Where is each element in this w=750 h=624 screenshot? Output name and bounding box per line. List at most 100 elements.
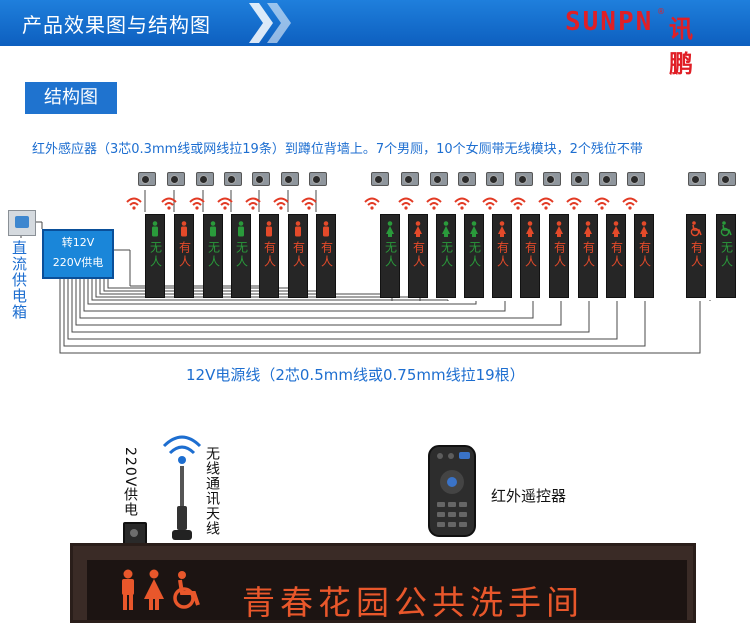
wifi-icon [538,197,554,210]
sign-panel: 青春花园公共洗手间 [87,560,687,622]
stall-indicator: 无人 [436,214,456,298]
stall-indicator: 无人 [380,214,400,298]
power-box-line1: 转12V [61,236,95,249]
woman-icon [498,221,506,237]
wifi-icon [217,197,233,210]
man-icon [210,221,216,237]
remote-control-icon [428,445,476,537]
sensor-icon [196,172,214,186]
woman-icon [414,221,422,237]
status-label: 有人 [609,241,624,269]
wifi-icon [245,197,261,210]
status-label: 有人 [262,241,277,269]
status-label: 有人 [177,241,192,269]
power-converter-box: 转12V 220V供电 [42,229,114,279]
man-icon [323,221,329,237]
woman-icon [612,221,620,237]
sensor-note: 红外感应器（3芯0.3mm线或网线拉19条）到蹲位背墙上。7个男厕，10个女厕带… [32,142,643,157]
wall-socket-icon [8,210,36,236]
status-label: 无人 [719,241,734,269]
wheelchair-icon [720,221,732,237]
stall-indicator: 有人 [686,214,706,298]
status-label: 无人 [439,241,454,269]
status-label: 有人 [495,241,510,269]
wheelchair-icon [690,221,702,237]
status-label: 有人 [523,241,538,269]
antenna-label: 无线通讯天线 [204,446,220,536]
status-label: 有人 [689,241,704,269]
status-label: 有人 [411,241,426,269]
stall-indicator: 有人 [174,214,194,298]
woman-icon [442,221,450,237]
sensor-icon [571,172,589,186]
sensor-icon [252,172,270,186]
wifi-icon [454,197,470,210]
page-title: 产品效果图与结构图 [22,13,211,37]
sensor-icon [718,172,736,186]
sensor-icon [627,172,645,186]
wifi-icon [482,197,498,210]
section-tab: 结构图 [25,82,117,114]
status-label: 有人 [581,241,596,269]
status-label: 无人 [467,241,482,269]
stall-indicator: 无人 [716,214,736,298]
sensor-icon [224,172,242,186]
supply-label: 220V供电 [122,447,138,518]
man-icon [238,221,244,237]
stall-indicator: 有人 [259,214,279,298]
header-banner: 产品效果图与结构图 SUNPN ® 讯鹏 [0,0,750,78]
sensor-icon [543,172,561,186]
wifi-icon [398,197,414,210]
stall-indicator: 有人 [288,214,308,298]
man-icon [152,221,158,237]
stall-indicator: 无人 [231,214,251,298]
woman-icon [555,221,563,237]
status-label: 无人 [383,241,398,269]
sensor-icon [688,172,706,186]
sensor-icon [138,172,156,186]
stall-indicator: 有人 [606,214,626,298]
wireless-antenna-icon [162,435,202,540]
stall-indicator: 无人 [203,214,223,298]
stall-indicator: 有人 [520,214,540,298]
toilet-symbols-icon [122,569,200,610]
sensor-icon [281,172,299,186]
woman-icon [640,221,648,237]
stall-indicator: 有人 [408,214,428,298]
wifi-icon [426,197,442,210]
status-label: 无人 [234,241,249,269]
stall-indicator: 无人 [464,214,484,298]
remote-label: 红外遥控器 [491,487,567,505]
wifi-icon [161,197,177,210]
chevrons-icon [249,3,291,43]
sensor-icon [599,172,617,186]
wifi-icon [510,197,526,210]
sensor-icon [515,172,533,186]
wifi-icon [566,197,582,210]
man-icon [181,221,187,237]
wifi-icon [126,197,142,210]
wifi-icon [273,197,289,210]
sensor-icon [371,172,389,186]
woman-icon [386,221,394,237]
sensor-icon [167,172,185,186]
man-icon [266,221,272,237]
stall-indicator: 有人 [549,214,569,298]
power-cable-note: 12V电源线（2芯0.5mm线或0.75mm线拉19根） [186,366,525,384]
status-label: 有人 [291,241,306,269]
status-label: 有人 [552,241,567,269]
sign-text: 青春花园公共洗手间 [242,583,584,622]
woman-icon [470,221,478,237]
sensor-icon [486,172,504,186]
wifi-icon [301,197,317,210]
status-label: 有人 [319,241,334,269]
wifi-icon [364,197,380,210]
stall-indicator: 有人 [492,214,512,298]
stall-indicator: 有人 [634,214,654,298]
sensor-icon [458,172,476,186]
wifi-icon [622,197,638,210]
wifi-icon [594,197,610,210]
stall-indicator: 无人 [145,214,165,298]
woman-icon [526,221,534,237]
